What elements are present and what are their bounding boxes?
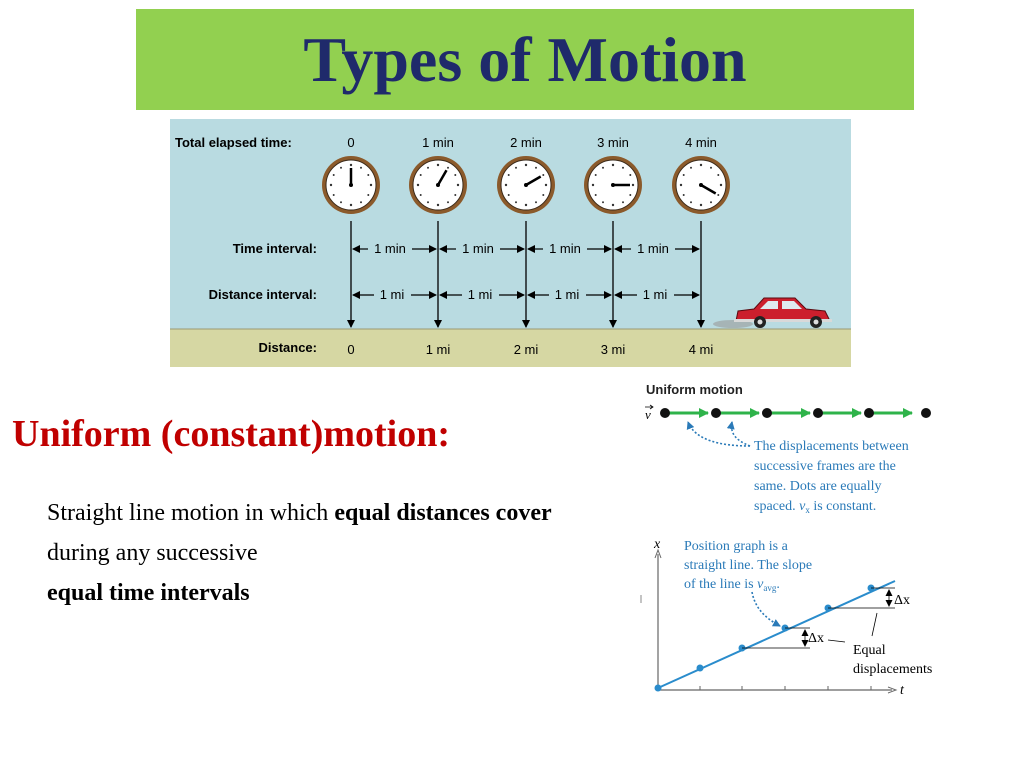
time-interval-1: 1 min bbox=[462, 241, 494, 256]
equal-label: Equal bbox=[853, 643, 886, 658]
x-axis-label: t bbox=[900, 683, 905, 698]
distance-0: 0 bbox=[347, 342, 354, 357]
graph-note-line-3a: of the line is bbox=[684, 577, 757, 592]
clock-icon bbox=[409, 156, 467, 214]
distance-interval-0: 1 mi bbox=[380, 287, 405, 302]
uniform-heading: Uniform (constant)motion: bbox=[12, 413, 451, 455]
graph-note-line-1: Position graph is a bbox=[684, 539, 789, 554]
distance-2: 2 mi bbox=[514, 342, 539, 357]
distance-interval-2: 1 mi bbox=[555, 287, 580, 302]
time-interval-3: 1 min bbox=[637, 241, 669, 256]
uniform-motion-figure: Uniform motion v The displacements betwe… bbox=[640, 382, 932, 698]
distance-1: 1 mi bbox=[426, 342, 451, 357]
graph-note-avg-subscript: avg bbox=[763, 583, 776, 593]
time-3: 3 min bbox=[597, 135, 629, 150]
dots-note-line-3: same. Dots are equally bbox=[754, 479, 882, 494]
delta-x-upper: Δx bbox=[894, 593, 910, 608]
displacements-label: displacements bbox=[853, 662, 932, 677]
graph-note-line-2: straight line. The slope bbox=[684, 558, 812, 573]
clock-icon bbox=[584, 156, 642, 214]
clock-icon bbox=[322, 156, 380, 214]
distance-interval-1: 1 mi bbox=[468, 287, 493, 302]
dots-note-line-2: successive frames are the bbox=[754, 459, 896, 474]
desc-bold-1: equal distances cover bbox=[334, 500, 552, 526]
car-icon bbox=[713, 297, 832, 328]
time-interval-0: 1 min bbox=[374, 241, 406, 256]
title-banner: Types of Motion bbox=[136, 9, 914, 110]
time-1: 1 min bbox=[422, 135, 454, 150]
time-2: 2 min bbox=[510, 135, 542, 150]
time-4: 4 min bbox=[685, 135, 717, 150]
graph-note-line-3d: . bbox=[776, 577, 780, 592]
desc-bold-2: equal time intervals bbox=[47, 580, 250, 606]
time-interval-label: Time interval: bbox=[233, 241, 317, 256]
slide-title: Types of Motion bbox=[303, 23, 747, 95]
clock-icon bbox=[497, 156, 555, 214]
total-elapsed-time-label: Total elapsed time: bbox=[175, 135, 292, 150]
y-axis-label: x bbox=[653, 537, 661, 552]
time-interval-2: 1 min bbox=[549, 241, 581, 256]
distance-interval-label: Distance interval: bbox=[209, 287, 317, 302]
svg-text:spaced. vx is constant.: spaced. vx is constant. bbox=[754, 499, 876, 515]
graph-note-v-symbol: v bbox=[757, 577, 764, 592]
distance-interval-3: 1 mi bbox=[643, 287, 668, 302]
velocity-symbol: v bbox=[645, 407, 651, 422]
dots-note-line-4a: spaced. bbox=[754, 499, 799, 514]
distance-3: 3 mi bbox=[601, 342, 626, 357]
desc-part-1: Straight line motion in which bbox=[47, 500, 335, 526]
figure-background bbox=[170, 119, 851, 329]
delta-x-lower: Δx bbox=[808, 631, 824, 646]
dots-note-line-1: The displacements between bbox=[754, 439, 909, 454]
time-0: 0 bbox=[347, 135, 354, 150]
motion-figure: Total elapsed time: Time interval: Dista… bbox=[170, 119, 851, 367]
desc-part-2: during any successive bbox=[47, 540, 258, 566]
dots-note-vx-symbol: v bbox=[799, 499, 806, 514]
distance-4: 4 mi bbox=[689, 342, 714, 357]
distance-label: Distance: bbox=[258, 340, 317, 355]
dots-note-vx-subscript: x bbox=[805, 505, 810, 515]
ground-strip bbox=[170, 329, 851, 367]
dots-note-line-4d: is constant. bbox=[810, 499, 877, 514]
uniform-figure-title: Uniform motion bbox=[646, 382, 743, 397]
clock-icon bbox=[672, 156, 730, 214]
uniform-description: Straight line motion in which equal dist… bbox=[47, 493, 607, 613]
svg-text:of the line is vavg.: of the line is vavg. bbox=[684, 577, 780, 593]
